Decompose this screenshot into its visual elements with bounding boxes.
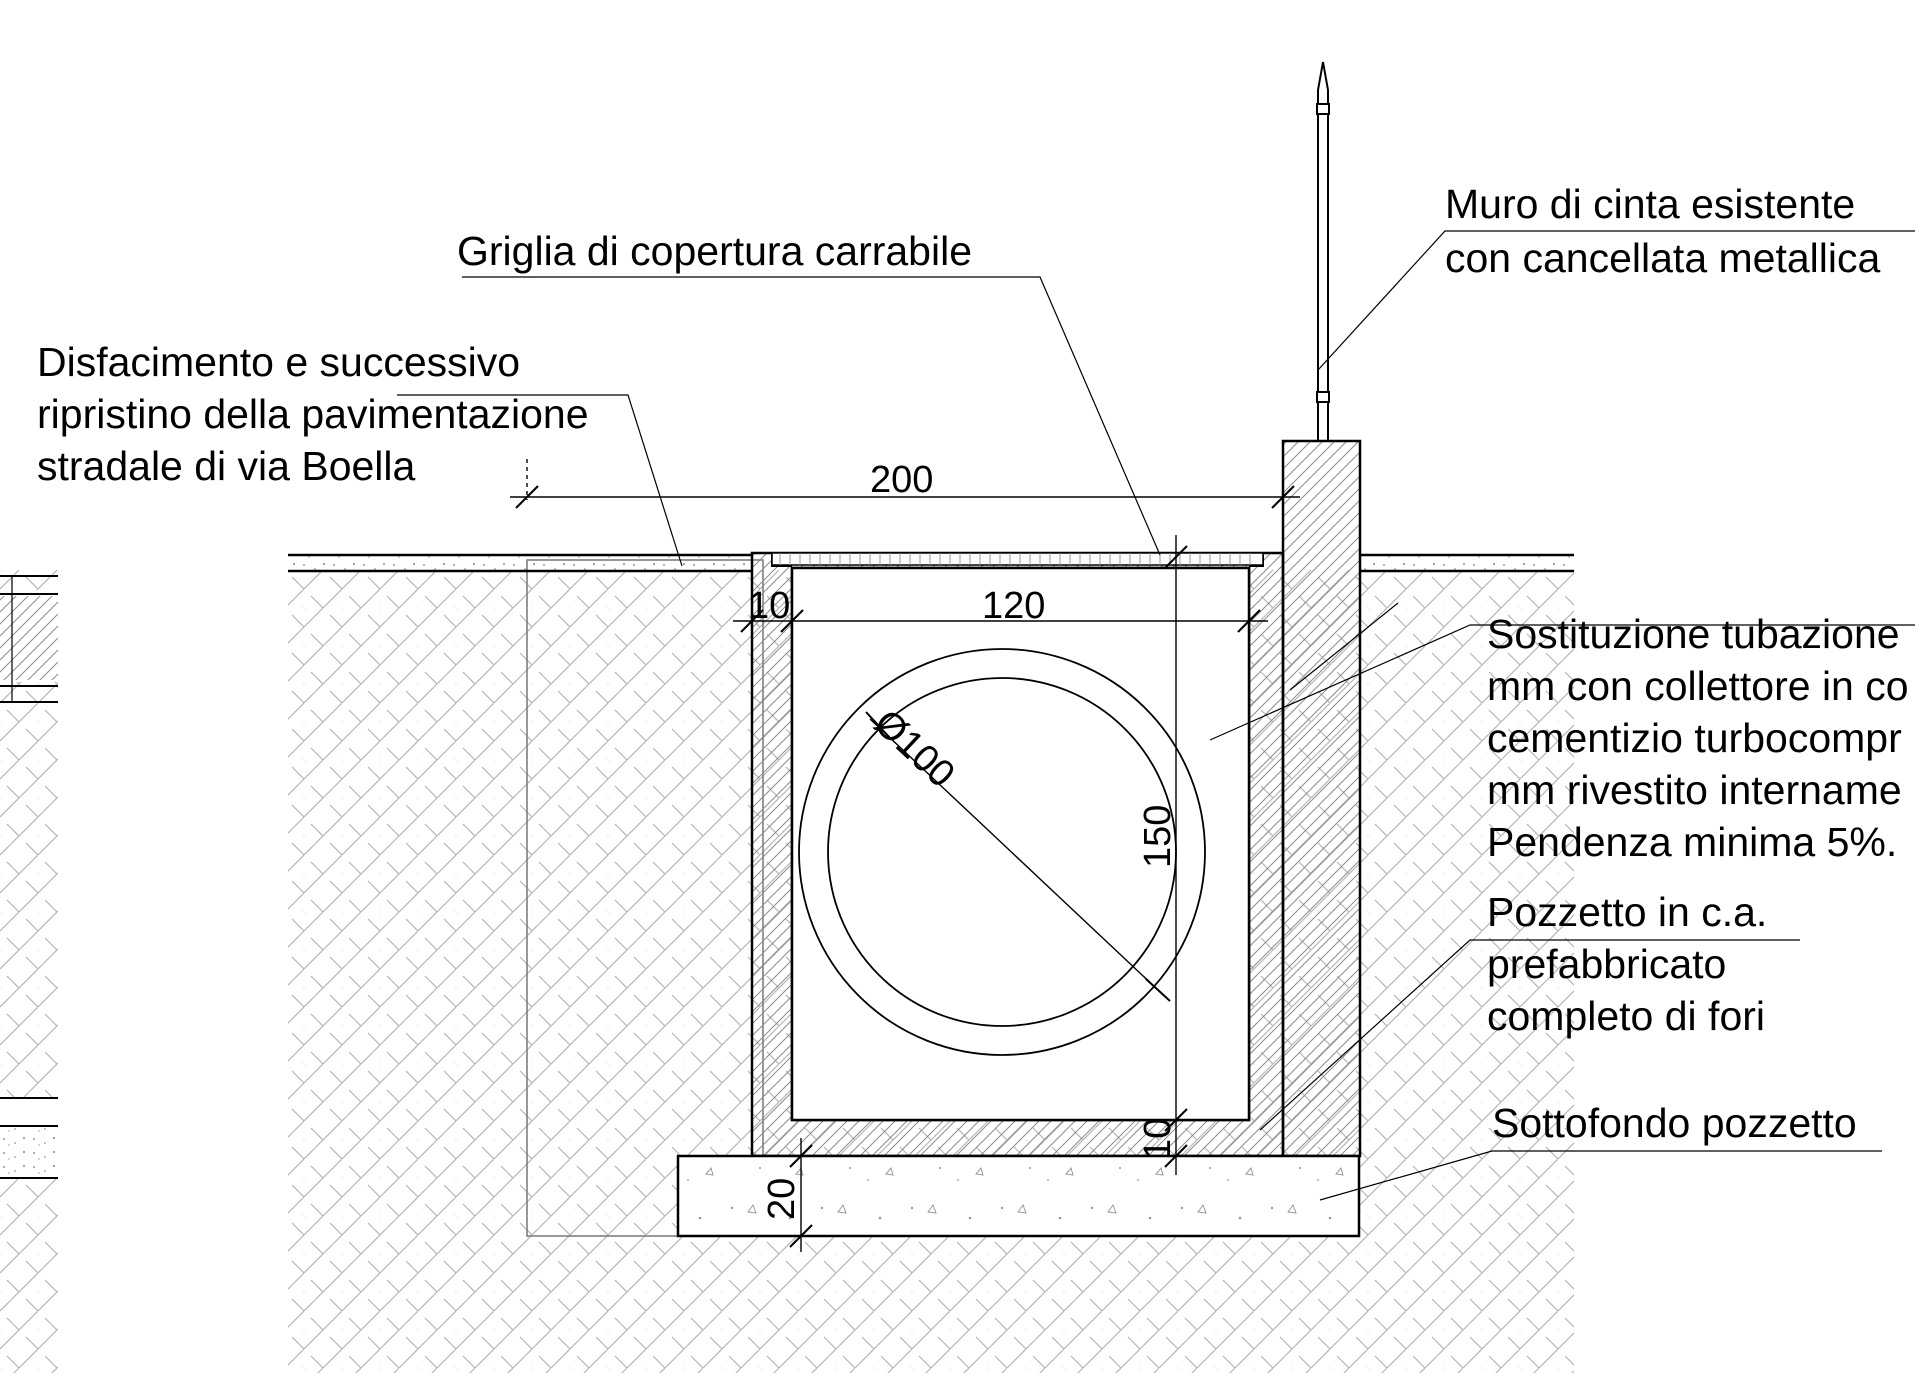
label-pipe-line-2: mm con collettore in co bbox=[1487, 663, 1909, 709]
dim-base-thickness: 20 bbox=[761, 1178, 803, 1220]
label-pipe-line-4: mm rivestito intername bbox=[1487, 767, 1902, 813]
label-manhole-line-3: completo di fori bbox=[1487, 993, 1765, 1039]
label-manhole-line-1: Pozzetto in c.a. bbox=[1487, 889, 1767, 935]
label-paving-line-1: Disfacimento e successivo bbox=[37, 339, 520, 385]
label-paving-line-3: stradale di via Boella bbox=[37, 443, 416, 489]
label-wall-line-1: Muro di cinta esistente bbox=[1445, 181, 1855, 227]
carriageable-grating bbox=[771, 552, 1264, 566]
label-pipe-line-3: cementizio turbocompr bbox=[1487, 715, 1902, 761]
label-base: Sottofondo pozzetto bbox=[1492, 1100, 1857, 1146]
lean-concrete-base bbox=[676, 1154, 1361, 1238]
label-wall-line-2: con cancellata metallica bbox=[1445, 235, 1880, 281]
manhole-body bbox=[750, 551, 1285, 1158]
leader-lines bbox=[397, 230, 1915, 1201]
metal-fence bbox=[1316, 61, 1330, 441]
label-pipe-line-1: Sostituzione tubazione bbox=[1487, 611, 1900, 657]
dim-floor-thickness: 10 bbox=[1137, 1118, 1179, 1160]
dim-inner-width: 120 bbox=[982, 585, 1045, 627]
dim-inner-height: 150 bbox=[1137, 805, 1179, 868]
boundary-wall bbox=[1281, 439, 1362, 1158]
road-pavement bbox=[288, 553, 1574, 573]
label-paving-line-2: ripristino della pavimentazione bbox=[37, 391, 589, 437]
dimension-lines bbox=[510, 459, 1300, 1252]
dim-wall-thickness: 10 bbox=[748, 585, 790, 627]
label-grating: Griglia di copertura carrabile bbox=[457, 228, 972, 274]
dim-overall-width: 200 bbox=[870, 459, 933, 501]
label-pipe-line-5: Pendenza minima 5%. bbox=[1487, 819, 1897, 865]
label-manhole-line-2: prefabbricato bbox=[1487, 941, 1726, 987]
left-road-section-fragment bbox=[0, 575, 58, 1179]
